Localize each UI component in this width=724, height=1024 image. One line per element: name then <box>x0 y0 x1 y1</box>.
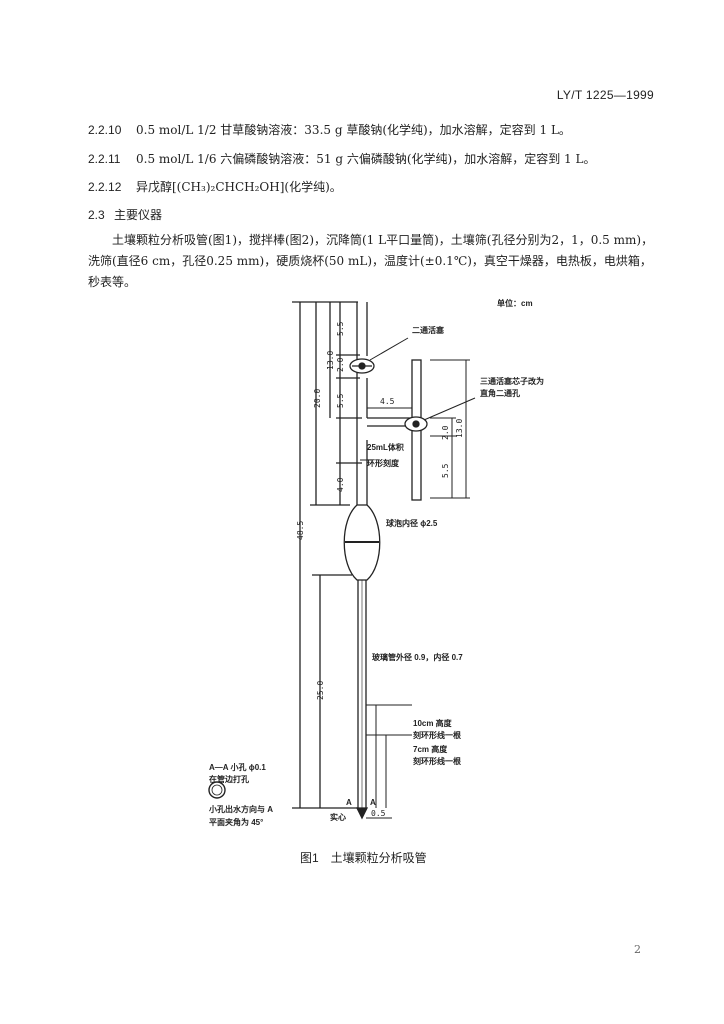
section-a-right: A <box>370 798 376 807</box>
dim-2-b: 2.0 <box>441 425 450 440</box>
mark7-label-1: 7cm 高度 <box>413 744 448 754</box>
direction-label-1: 小孔出水方向与 A <box>208 804 273 814</box>
ring-label-2: 环形刻度 <box>367 458 400 468</box>
standard-code: LY/T 1225—1999 <box>556 88 654 102</box>
dim-5-5-a: 5.5 <box>336 321 345 336</box>
section-a-left: A <box>346 798 352 807</box>
dim-4-5: 4.5 <box>380 397 395 406</box>
section-title: 主要仪器 <box>114 208 163 222</box>
mark10-label-1: 10cm 高度 <box>413 718 453 728</box>
item-text: 0.5 mol/L 1/6 六偏磷酸钠溶液：51 g 六偏磷酸钠(化学纯)，加水… <box>136 152 596 166</box>
dim-13-a: 13.0 <box>326 351 335 370</box>
three-way-label-1: 三通活塞芯子改为 <box>480 376 544 386</box>
dim-4: 4.0 <box>336 477 345 492</box>
figure-caption: 图1 土壤颗粒分析吸管 <box>300 851 427 865</box>
unit-label: 单位：cm <box>497 298 533 308</box>
bulb-label: 球泡内径 ϕ2.5 <box>386 518 438 528</box>
item-number: 2.2.11 <box>88 152 121 166</box>
mark7-label-2: 刻环形线一根 <box>413 756 461 766</box>
dim-5-5-c: 5.5 <box>441 463 450 478</box>
dim-0-5: 0.5 <box>371 809 386 818</box>
hole-label-1: A—A 小孔 ϕ0.1 <box>209 762 266 772</box>
section-heading: 2.3 主要仪器 <box>88 206 162 223</box>
dim-5-5-b: 5.5 <box>336 393 345 408</box>
item-number: 2.2.12 <box>88 180 122 194</box>
dim-20: 20.0 <box>313 389 322 408</box>
tube-label: 玻璃管外径 0.9，内径 0.7 <box>372 652 463 662</box>
item-text: 异戊醇[(CH₃)₂CHCH₂OH](化学纯)。 <box>136 180 342 194</box>
item-2-2-12: 2.2.12 异戊醇[(CH₃)₂CHCH₂OH](化学纯)。 <box>88 178 342 195</box>
three-way-label-2: 直角二通孔 <box>480 388 520 398</box>
item-number: 2.2.10 <box>88 123 122 137</box>
solid-label: 实心 <box>330 812 346 822</box>
item-text: 0.5 mol/L 1/2 甘草酸钠溶液：33.5 g 草酸钠(化学纯)，加水溶… <box>136 123 571 137</box>
item-2-2-10: 2.2.10 0.5 mol/L 1/2 甘草酸钠溶液：33.5 g 草酸钠(化学… <box>88 121 571 138</box>
page-number: 2 <box>634 943 641 956</box>
dim-25: 25.0 <box>316 681 325 700</box>
section-number: 2.3 <box>88 208 105 222</box>
direction-label-2: 平面夹角为 45° <box>209 817 263 827</box>
section-circle-icon <box>208 781 226 799</box>
instrument-paragraph: 土壤颗粒分析吸管(图1)，搅拌棒(图2)，沉降筒(1 L平口量筒)，土壤筛(孔径… <box>88 233 654 289</box>
dim-48-5: 48.5 <box>296 521 305 540</box>
ring-label-1: 25mL体积 <box>367 442 404 452</box>
mark10-label-2: 刻环形线一根 <box>413 730 461 740</box>
two-way-stopcock-label: 二通活塞 <box>412 325 445 335</box>
dim-2-a: 2.0 <box>336 357 345 372</box>
dim-13-b: 13.0 <box>455 419 464 438</box>
item-2-2-11: 2.2.11 0.5 mol/L 1/6 六偏磷酸钠溶液：51 g 六偏磷酸钠(化… <box>88 150 595 167</box>
hole-label-2: 在管边打孔 <box>209 774 249 784</box>
